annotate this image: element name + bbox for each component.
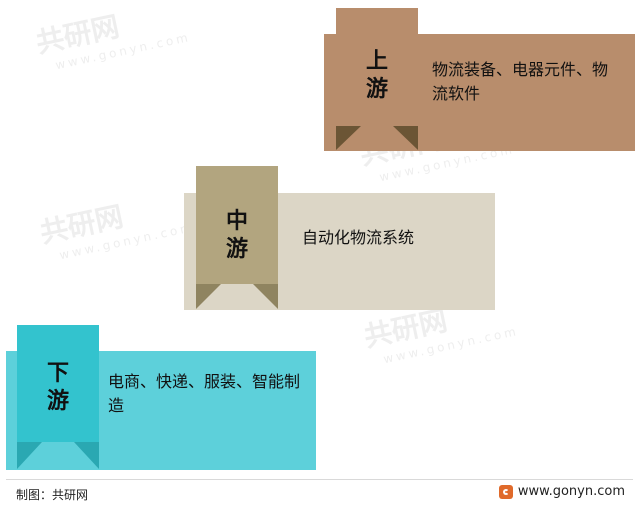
midstream-tab: 中游 xyxy=(196,166,278,284)
midstream-title: 中游 xyxy=(225,209,248,262)
gonyn-logo-icon xyxy=(498,484,513,499)
chart-credit: 制图：共研网 xyxy=(16,488,89,502)
midstream-description: 自动化物流系统 xyxy=(302,228,415,247)
site-url[interactable]: www.gonyn.com xyxy=(517,484,625,499)
midstream-tab-notch-left xyxy=(196,284,221,309)
footer-divider xyxy=(6,479,633,480)
upstream-tab-notch-right xyxy=(393,126,418,150)
upstream-description: 物流装备、电器元件、物流软件 xyxy=(432,60,609,103)
upstream-tab-notch-left xyxy=(336,126,361,150)
downstream-tab-notch-left xyxy=(17,442,42,469)
site-link[interactable]: www.gonyn.com xyxy=(498,484,625,499)
midstream-tab-notch-right xyxy=(253,284,278,309)
upstream-tab: 上游 xyxy=(336,8,418,126)
downstream-tab-notch-right xyxy=(74,442,99,469)
downstream-tab: 下游 xyxy=(17,325,99,442)
downstream-title: 下游 xyxy=(46,361,69,414)
upstream-title: 上游 xyxy=(365,49,388,102)
downstream-description: 电商、快递、服装、智能制造 xyxy=(108,372,301,415)
